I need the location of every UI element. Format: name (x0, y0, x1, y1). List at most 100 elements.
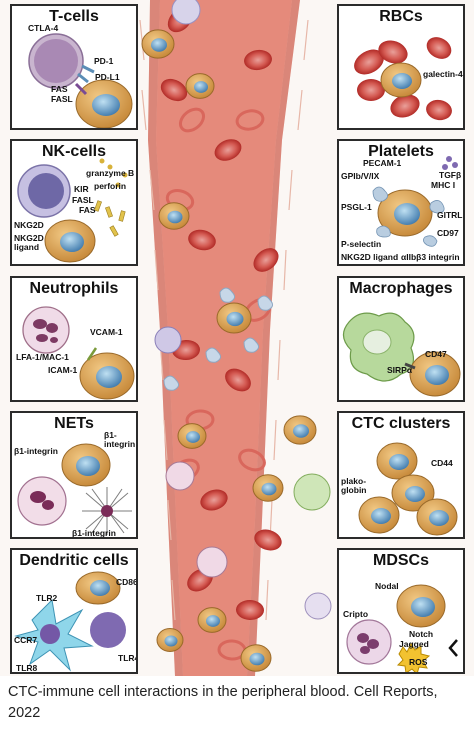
label-p-selectin: P-selectin (341, 239, 382, 249)
ctc-cell (197, 607, 227, 633)
red-blood-cell (200, 489, 228, 511)
red-blood-cell (160, 78, 188, 102)
ctc-cell (396, 584, 446, 628)
label-granzyme-b: granzyme B (86, 168, 135, 178)
red-blood-cell (238, 448, 266, 472)
ctc-cell (416, 498, 458, 536)
ctc-cell (216, 302, 252, 334)
label-cd47: CD47 (425, 349, 447, 359)
label-cd44: CD44 (431, 458, 453, 468)
panel-title: Dendritic cells (19, 552, 129, 569)
t-cell (171, 0, 201, 25)
label-ctla4: CTLA-4 (28, 23, 59, 33)
mdsc-illustration (346, 584, 458, 672)
nets-illustration (17, 443, 132, 535)
red-blood-cell (235, 109, 265, 131)
macrophage (293, 473, 331, 511)
platelet-illustration (372, 156, 458, 247)
ctc-cell (377, 189, 433, 237)
label-pdl1: PD-L1 (95, 72, 120, 82)
ctc-cell (44, 219, 96, 263)
platelet (205, 347, 222, 363)
ctc-cell (409, 351, 461, 397)
figure-stage: T-cells CTLA-4 PD-1 PD-L1 FAS FASL NK-ce… (0, 0, 474, 676)
label-fas: FAS (51, 84, 68, 94)
label-vcam1: VCAM-1 (90, 327, 123, 337)
ctc-cell (283, 415, 317, 445)
red-blood-cell (214, 139, 242, 161)
label-psgl1: PSGL-1 (341, 202, 372, 212)
neutrophil-illustration (22, 306, 135, 400)
panel-title: Macrophages (349, 280, 453, 297)
label-mhc1: MHC I (431, 180, 456, 190)
ctc-cell (358, 496, 400, 534)
panel-t-cells: T-cells CTLA-4 PD-1 PD-L1 FAS FASL (10, 4, 138, 130)
label-tgfb: TGFβ (439, 170, 462, 180)
ctc-cell (75, 571, 121, 605)
label-pd1: PD-1 (94, 56, 114, 66)
label-aiib-b3-integrin: αIIbβ3 integrin (401, 252, 460, 262)
label-nkg2d: NKG2D (14, 220, 44, 230)
figure-caption: CTC-immune cell interactions in the peri… (8, 684, 438, 721)
label-nkg2d-ligand: NKG2D ligand (14, 233, 44, 252)
platelet (163, 375, 180, 391)
ctc-cell (141, 29, 175, 59)
platelet (257, 295, 274, 311)
label-fas: FAS (79, 205, 96, 215)
panel-macrophages: Macrophages SIRPα CD47 (337, 276, 465, 402)
red-blood-cell (254, 529, 282, 551)
label-cripto: Cripto (343, 609, 369, 619)
ctc-cell (75, 79, 133, 128)
ctc-cell (376, 442, 418, 480)
label-nodal: Nodal (375, 581, 399, 591)
red-blood-cells (354, 37, 452, 121)
panel-title: T-cells (49, 8, 99, 25)
panel-platelets: Platelets PECAM-1 TGFβ GPIb/V/IX MHC I P… (337, 139, 465, 266)
panel-title: Platelets (368, 143, 434, 160)
ctc-cell (252, 474, 284, 502)
mdsc (304, 592, 332, 620)
rbc-illustration (354, 37, 452, 121)
label-pecam1: PECAM-1 (363, 158, 402, 168)
label-fasl: FASL (51, 94, 73, 104)
label-beta1-integrin-right: β1- integrin (104, 430, 136, 449)
panel-mdscs: MDSCs Nodal Cripto Notch Jagged ROS (337, 548, 465, 674)
label-gitrl: GITRL (437, 210, 463, 220)
neutrophil (196, 546, 228, 578)
label-galectin4: galectin-4 (423, 69, 463, 79)
label-perforin: perforin (94, 181, 127, 191)
macrophage-illustration (342, 312, 461, 397)
red-blood-cell (225, 368, 251, 392)
label-tlr2: TLR2 (36, 593, 58, 603)
ctc-cluster-illustration (358, 442, 458, 536)
ctc-cell (158, 202, 190, 230)
ctc-cell (240, 644, 272, 672)
ctc-cell (391, 474, 435, 512)
label-ccr7: CCR7 (14, 635, 38, 645)
neutrophil (165, 461, 195, 491)
label-plakoglobin: plako- globin (341, 476, 367, 495)
panel-title: MDSCs (372, 552, 429, 569)
label-sirpa: SIRPα (387, 365, 413, 375)
panel-title: NK-cells (41, 143, 107, 160)
label-kir: KIR (74, 184, 89, 194)
label-beta1-integrin-left: β1-integrin (14, 446, 58, 456)
label-jagged: Jagged (399, 639, 429, 649)
red-blood-cell (178, 107, 206, 133)
panel-nets: NETs β1-integrin β1- integrin β1-integri… (10, 411, 138, 539)
ctc-cell (177, 423, 207, 449)
nk-cell-illustration (17, 158, 128, 263)
label-beta1-integrin-bottom: β1-integrin (72, 528, 116, 538)
panel-neutrophils: Neutrophils VCAM-1 LFA-1/MAC-1 ICAM-1 (10, 276, 138, 402)
panel-title: Neutrophils (29, 280, 119, 297)
label-cd97: CD97 (437, 228, 459, 238)
label-tlr4: TLR4 (118, 653, 138, 663)
label-tlr8: TLR8 (16, 663, 38, 673)
dendritic-cell-illustration (14, 571, 126, 672)
panel-rbcs: RBCs galectin-4 (337, 4, 465, 130)
panel-ctc-clusters: CTC clusters plako- globin CD44 (337, 411, 465, 539)
ctc-cell (156, 628, 184, 652)
red-blood-cell (244, 49, 272, 71)
label-ros: ROS (409, 657, 428, 667)
panel-nk-cells: NK-cells granzyme B perforin KIR FASL FA… (10, 139, 138, 266)
